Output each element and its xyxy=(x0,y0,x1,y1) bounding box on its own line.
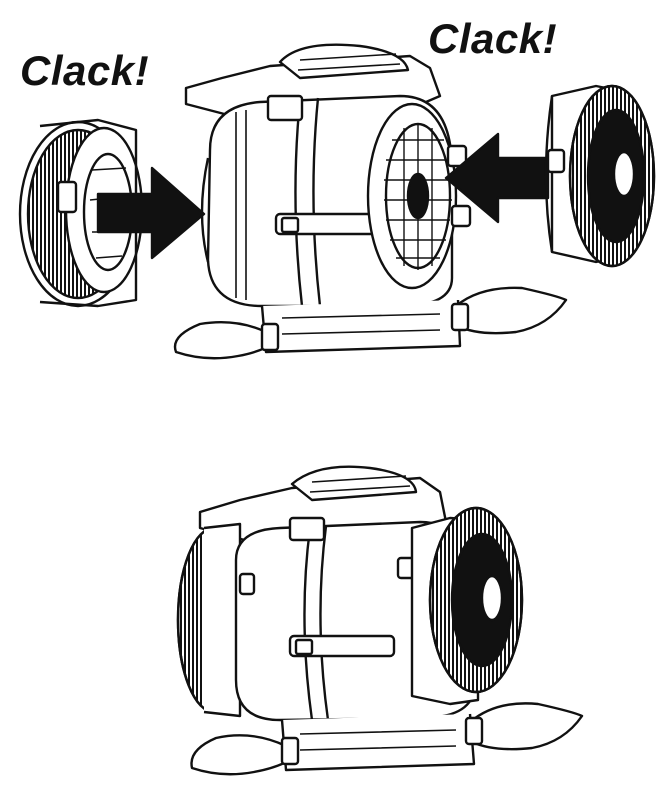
motor-unit-top xyxy=(173,43,568,360)
clack-label-left: Clack! xyxy=(20,47,150,94)
right-carbon-filter xyxy=(544,84,656,268)
arrow-left-icon xyxy=(444,132,550,224)
arrow-right-icon xyxy=(96,166,206,260)
exploded-view xyxy=(18,43,656,360)
assembled-view xyxy=(176,465,584,776)
clack-label-right: Clack! xyxy=(428,15,558,62)
